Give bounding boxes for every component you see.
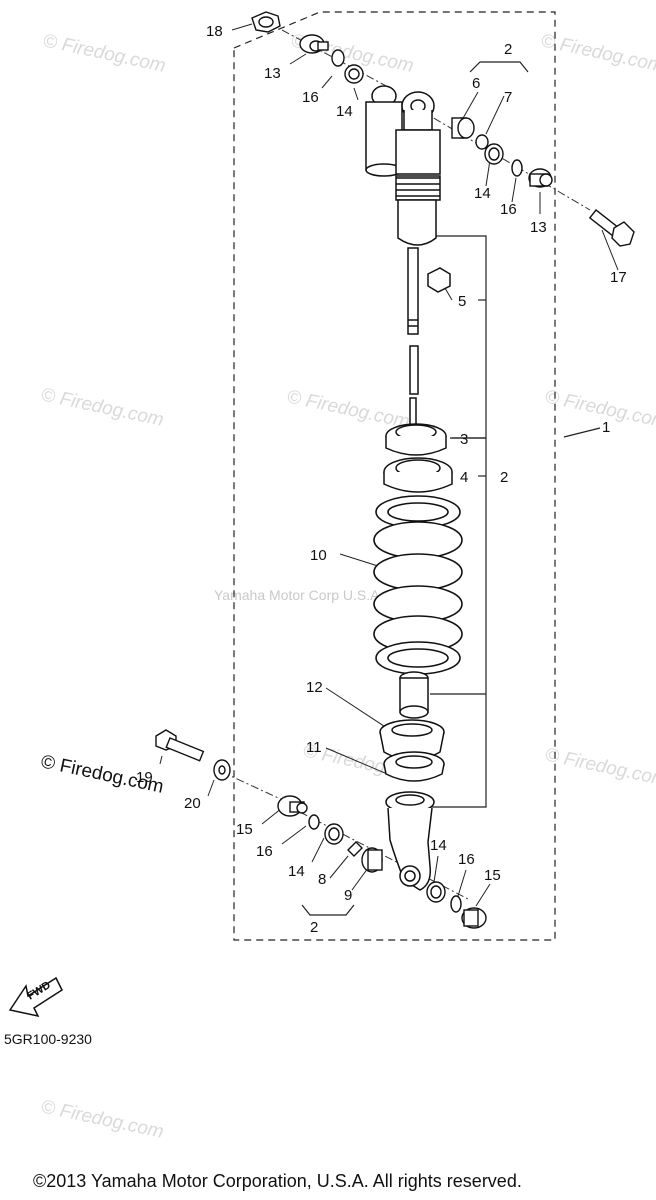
callout-label: 12	[306, 679, 323, 696]
spring-seat-parts	[379, 671, 445, 782]
watermark: © Firedog.com	[543, 744, 656, 791]
callout-label: 3	[460, 431, 468, 448]
lower-hardware-left	[155, 729, 383, 873]
callout-label: 16	[500, 201, 517, 218]
callout-label: 19	[136, 769, 153, 786]
watermark: © Firedog.com	[41, 30, 168, 77]
callout-label: 17	[610, 269, 627, 286]
assembly-dashed-outline	[233, 11, 556, 941]
coil-spring	[373, 495, 463, 675]
lower-hardware-right	[426, 881, 487, 929]
callout-label: 14	[288, 863, 305, 880]
assembly-bracket-lines	[301, 61, 601, 916]
lower-clevis	[385, 791, 435, 891]
fwd-arrow-icon: FWD	[8, 976, 63, 1018]
top-hardware-left	[251, 11, 364, 84]
callout-labels: 18 13 16 14 2 6 7 14 16 13 17 5 3 4 2 1 …	[136, 23, 627, 936]
callout-label: 20	[184, 795, 201, 812]
callout-label: 15	[236, 821, 253, 838]
watermark: © Firedog.com	[39, 384, 166, 431]
callout-label: 2	[500, 469, 508, 486]
watermark: © Firedog.com	[539, 30, 656, 77]
callout-label: 8	[318, 871, 326, 888]
callout-label: 10	[310, 547, 327, 564]
callout-label: 15	[484, 867, 501, 884]
watermark-layer: © Firedog.com © Firedog.com © Firedog.co…	[39, 30, 656, 1143]
shock-absorber-body	[365, 85, 451, 427]
watermark: © Firedog.com	[543, 386, 656, 433]
callout-label: 16	[458, 851, 475, 868]
callout-label: 16	[256, 843, 273, 860]
callout-label: 5	[458, 293, 466, 310]
callout-label: 18	[206, 23, 223, 40]
callout-label: 1	[602, 419, 610, 436]
callout-label: 14	[430, 837, 447, 854]
callout-label: 14	[474, 185, 491, 202]
callout-label: 11	[306, 739, 322, 756]
callout-label: 9	[344, 887, 352, 904]
callout-label: 16	[302, 89, 319, 106]
copyright-notice: ©2013 Yamaha Motor Corporation, U.S.A. A…	[33, 1171, 522, 1191]
callout-label: 14	[336, 103, 353, 120]
callout-label: 2	[504, 41, 512, 58]
watermark: © Firedog.com	[39, 1096, 166, 1143]
diagram-part-code: 5GR100-9230	[4, 1031, 92, 1047]
watermark: © Firedog.com	[285, 386, 412, 433]
callout-label: 13	[264, 65, 281, 82]
callout-label: 2	[310, 919, 318, 936]
callout-label: 13	[530, 219, 547, 236]
center-watermark: Yamaha Motor Corp U.S.A.	[214, 587, 383, 603]
callout-label: 4	[460, 469, 468, 486]
callout-label: 7	[504, 89, 512, 106]
callout-label: 6	[472, 75, 480, 92]
adjuster-rings	[383, 423, 453, 493]
top-hardware-right	[451, 117, 635, 247]
